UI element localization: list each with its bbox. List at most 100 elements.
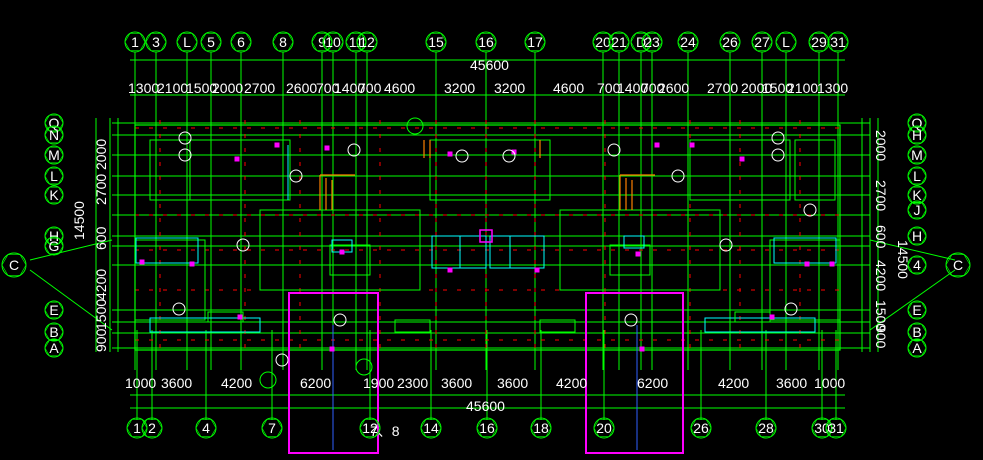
fixture	[394, 319, 431, 333]
top-axis-bubble-hex	[719, 32, 741, 52]
top-axis-bubble-label: 29	[811, 34, 827, 50]
left-axis-bubble-label: A	[49, 340, 59, 356]
top-dim-11: 3200	[444, 80, 475, 96]
highlight-box	[288, 292, 379, 454]
top-axis-bubble-hex	[425, 32, 447, 52]
top-axis-bubble-hex	[124, 32, 146, 52]
room-marker	[329, 346, 335, 352]
plan-structure	[29, 52, 956, 454]
room-outline	[609, 244, 651, 276]
top-axis-bubble-label: 1	[131, 34, 139, 50]
room-marker	[447, 151, 453, 157]
room-tag	[289, 169, 303, 183]
room-marker	[654, 142, 660, 148]
right-axis-bubble-hex	[907, 339, 927, 357]
bottom-dim-3: 4200	[221, 375, 252, 391]
side-bubble-right-label: C	[953, 257, 963, 273]
left-axis-bubble-hex	[44, 186, 64, 204]
bottom-axis-bubble-hex	[825, 418, 847, 438]
bottom-axis-bubble-label: 4	[202, 420, 210, 436]
room-marker	[237, 314, 243, 320]
room-marker	[447, 267, 453, 273]
fixture	[149, 317, 261, 333]
leader-line	[869, 269, 956, 331]
bottom-axis-bubble-label: 28	[758, 420, 774, 436]
top-dim-12: 3200	[494, 80, 525, 96]
bottom-axis-bubble-hex	[420, 418, 442, 438]
right-axis-bubble-hex	[907, 256, 927, 274]
side-bubble-left-label: C	[9, 257, 19, 273]
room-marker	[189, 261, 195, 267]
top-axis-bubble-label: 10	[325, 34, 341, 50]
room-outline	[769, 239, 841, 321]
bottom-axis-bubble-hex	[593, 418, 615, 438]
top-axis-bubble-label: 24	[680, 34, 696, 50]
top-axis-bubble-hex	[775, 32, 797, 52]
right-axis-bubble-label: L	[913, 168, 921, 184]
room-tag	[671, 169, 685, 183]
top-axis-bubble-label: 3	[152, 34, 160, 50]
bottom-dim-7: 3600	[441, 375, 472, 391]
room-tag	[607, 143, 621, 157]
top-axis-bubble-label: 20	[595, 34, 611, 50]
top-dim-6: 2600	[286, 80, 317, 96]
room-marker	[339, 249, 345, 255]
top-axis-bubble-hex	[524, 32, 546, 52]
bottom-axis-bubble-hex	[195, 418, 217, 438]
total-dim-bottom: 45600	[466, 398, 505, 414]
right-axis-bubble-label: E	[912, 302, 921, 318]
bottom-dim-10: 6200	[637, 375, 668, 391]
top-axis-bubble-hex	[311, 32, 333, 52]
left-axis-bubble-label: H	[49, 228, 59, 244]
left-vdim-2: 2700	[93, 174, 109, 205]
top-axis-bubble-label: 23	[644, 34, 660, 50]
top-dimension-labels: 45600 1300 2100 1500 2000 2700 2600 700 …	[128, 57, 848, 96]
top-axis-bubble-hex	[827, 32, 849, 52]
top-axis-bubble-hex	[641, 32, 663, 52]
room-outline	[429, 139, 551, 201]
room-marker	[234, 156, 240, 162]
bottom-axis-bubble-hex	[261, 418, 283, 438]
top-axis-bubble-hex	[608, 32, 630, 52]
building-outline	[134, 124, 841, 351]
room-tag	[771, 148, 785, 162]
right-axis-bubble-label: J	[914, 202, 921, 218]
top-dim-10: 4600	[384, 80, 415, 96]
bottom-axis-bubble-label: 18	[533, 420, 549, 436]
fixture	[489, 235, 545, 269]
room-marker	[139, 259, 145, 265]
right-vdim-3: 2000	[873, 130, 889, 161]
left-axis-bubble-label: N	[49, 127, 59, 143]
top-dim-4: 2000	[212, 80, 243, 96]
right-axis-bubble-label: Q	[912, 115, 923, 131]
left-axis-bubble-label: L	[50, 168, 58, 184]
highlight-mark	[479, 229, 493, 243]
top-axis-bubble-label: 17	[527, 34, 543, 50]
room-tag	[719, 238, 733, 252]
room-tag	[178, 148, 192, 162]
left-axis-bubble-label: G	[49, 238, 60, 254]
symbol-circle	[275, 353, 289, 367]
room-marker	[639, 346, 645, 352]
left-axis-bubble-label: Q	[49, 115, 60, 131]
bottom-axis-bubble-label: 20	[596, 420, 612, 436]
bottom-axis-bubble-hex	[811, 418, 833, 438]
bottom-axis-bubble-hex	[359, 418, 381, 438]
bottom-dim-9: 4200	[556, 375, 587, 391]
room-marker	[829, 261, 835, 267]
right-axis-bubble-hex	[907, 201, 927, 219]
fixture	[135, 237, 199, 264]
leader-line	[869, 239, 956, 261]
bottom-axis-bubble-label: 2	[148, 420, 156, 436]
top-dim-17: 2600	[658, 80, 689, 96]
room-tag	[771, 131, 785, 145]
left-vdim-6: 900	[93, 328, 109, 352]
room-tag	[502, 149, 516, 163]
room-outline	[149, 139, 191, 201]
right-vdim-6: 900	[873, 325, 889, 349]
side-bubble-right-hex	[945, 254, 971, 276]
right-axis-bubble-hex	[907, 146, 927, 164]
bottom-dim-2: 3600	[161, 375, 192, 391]
top-axis-bubble-label: 26	[722, 34, 738, 50]
right-axis-bubble-label: B	[912, 324, 921, 340]
